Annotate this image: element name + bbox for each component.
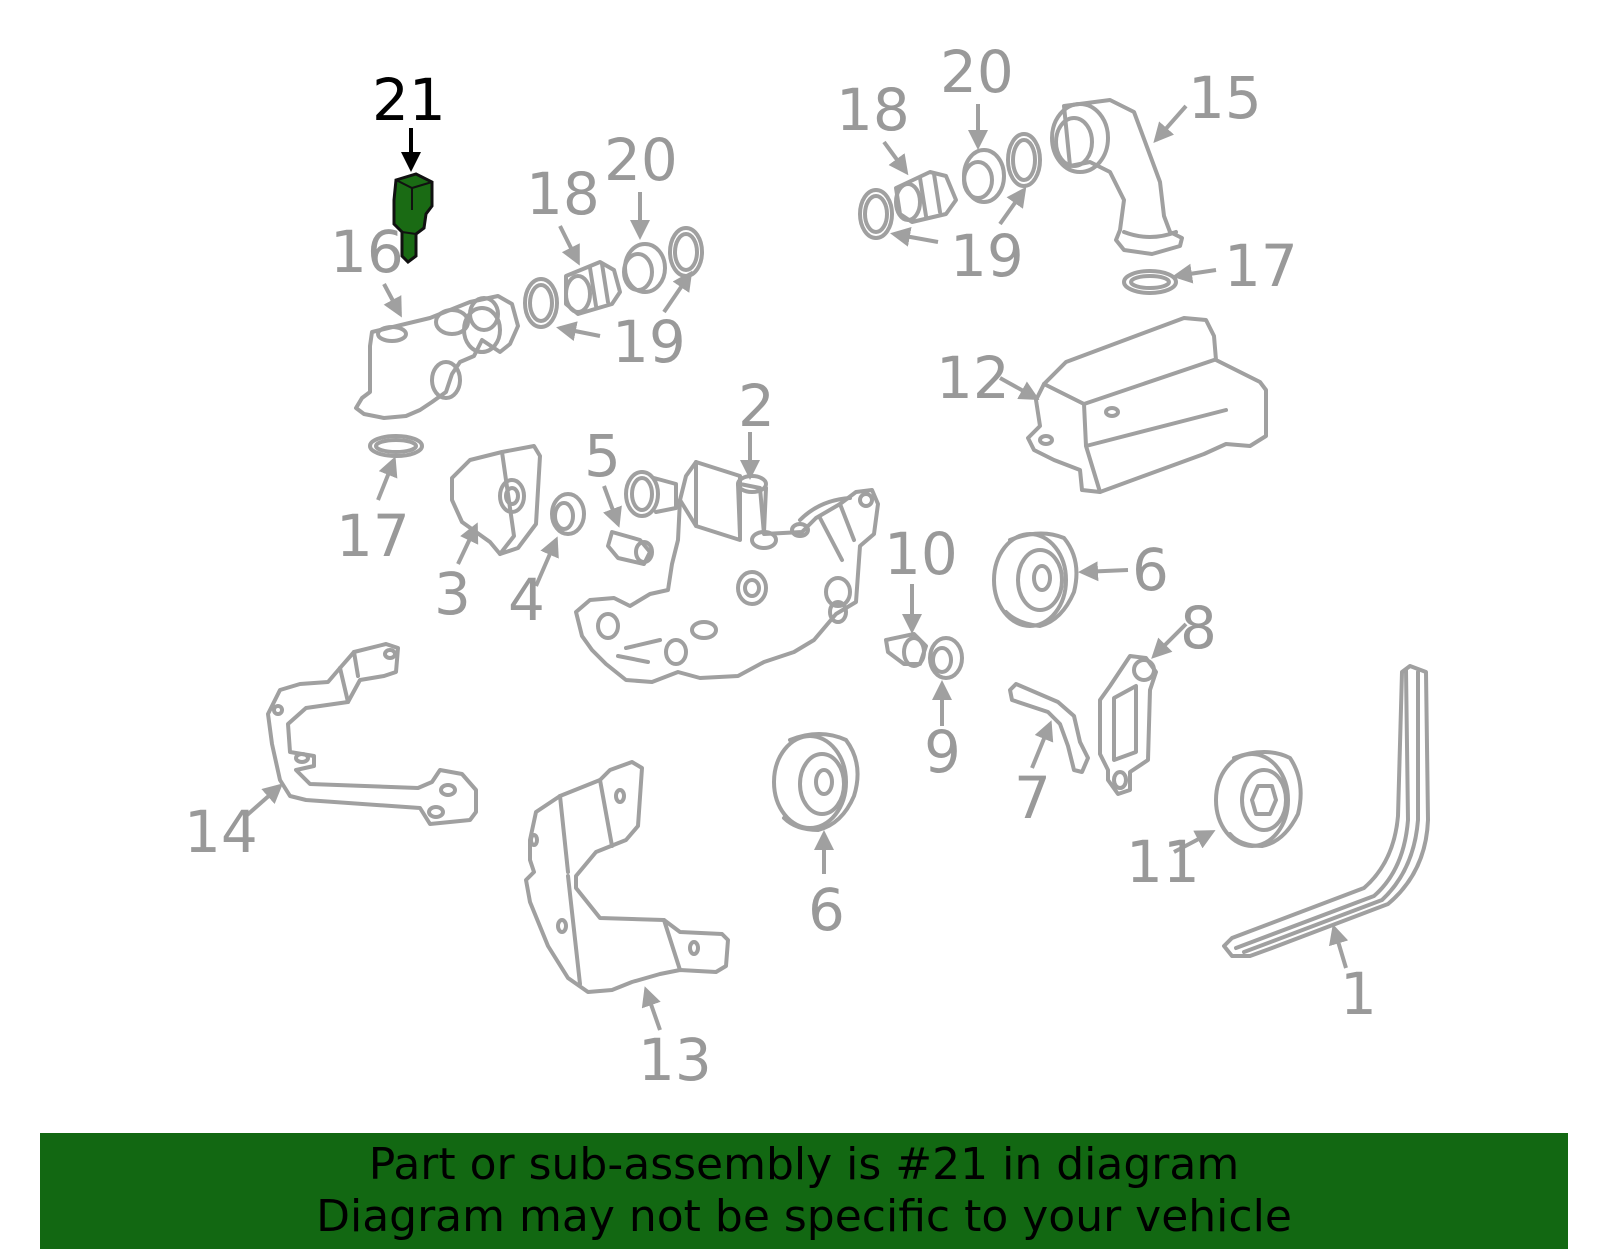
callout-1: 1 — [1340, 960, 1377, 1028]
part-8-bracket[interactable]: 8 — [1098, 594, 1217, 796]
callout-4: 4 — [508, 566, 545, 634]
part-4-seal[interactable]: 4 — [508, 492, 586, 634]
part-6-pulley-lower[interactable]: 6 — [772, 732, 860, 944]
callout-9: 9 — [924, 718, 961, 786]
part-20-fitting-left[interactable]: 20 — [604, 126, 704, 294]
callout-14: 14 — [184, 798, 258, 866]
callout-19-left: 19 — [612, 308, 686, 376]
part-17-gasket-right[interactable]: 17 — [1122, 232, 1298, 300]
callout-8: 8 — [1180, 594, 1217, 662]
part-19-oring-right[interactable]: 19 — [858, 186, 1027, 290]
callout-2: 2 — [738, 372, 775, 440]
part-13-bracket[interactable]: 13 — [524, 760, 730, 1094]
info-banner: Part or sub-assembly is #21 in diagram D… — [40, 1133, 1568, 1249]
part-16-housing[interactable]: 16 — [330, 218, 520, 420]
callout-18-left: 18 — [526, 160, 600, 228]
banner-line-part: Part or sub-assembly is #21 in diagram — [368, 1139, 1240, 1190]
part-20-fitting-right[interactable]: 20 — [940, 38, 1042, 204]
banner-line-disclaimer: Diagram may not be specific to your vehi… — [316, 1191, 1292, 1242]
part-10-bushing[interactable]: 10 — [884, 520, 958, 668]
callout-20-right: 20 — [940, 38, 1014, 106]
part-18-fitting-right[interactable]: 18 — [836, 76, 958, 224]
callout-6-upper: 6 — [1132, 536, 1169, 604]
part-17-gasket-left[interactable]: 17 — [336, 434, 424, 570]
sensor-21-body — [392, 172, 434, 264]
part-5-bushing[interactable]: 5 — [584, 422, 654, 566]
callout-6-lower: 6 — [808, 876, 845, 944]
part-15-hose[interactable]: 15 — [1050, 64, 1262, 256]
callout-15: 15 — [1188, 64, 1262, 132]
callout-5: 5 — [584, 422, 621, 490]
callout-20-left: 20 — [604, 126, 678, 194]
callout-16: 16 — [330, 218, 404, 286]
part-1-belt[interactable]: 1 — [1222, 664, 1430, 1028]
part-21-sensor[interactable]: 21 — [372, 66, 446, 264]
part-6-pulley-upper[interactable]: 6 — [992, 531, 1169, 628]
callout-19-right: 19 — [950, 222, 1024, 290]
part-18-fitting-left[interactable]: 18 — [526, 160, 622, 316]
callout-17-right: 17 — [1224, 232, 1298, 300]
part-2-bracket[interactable]: 2 — [574, 372, 880, 684]
part-3-housing[interactable]: 3 — [434, 444, 542, 628]
part-14-bracket[interactable]: 14 — [184, 642, 478, 866]
callout-11: 11 — [1126, 828, 1200, 896]
part-9-bushing[interactable]: 9 — [924, 636, 964, 786]
part-12-cover[interactable]: 12 — [936, 316, 1268, 494]
callout-10: 10 — [884, 520, 958, 588]
callout-17-left: 17 — [336, 502, 410, 570]
callout-21: 21 — [372, 66, 446, 134]
part-19-oring-left[interactable]: 19 — [523, 270, 693, 376]
part-11-pulley[interactable]: 11 — [1126, 750, 1303, 896]
callout-12: 12 — [936, 344, 1010, 412]
callout-18-right: 18 — [836, 76, 910, 144]
callout-3: 3 — [434, 560, 471, 628]
part-7-rod[interactable]: 7 — [1008, 682, 1090, 832]
callout-13: 13 — [638, 1026, 712, 1094]
callout-7: 7 — [1014, 764, 1051, 832]
